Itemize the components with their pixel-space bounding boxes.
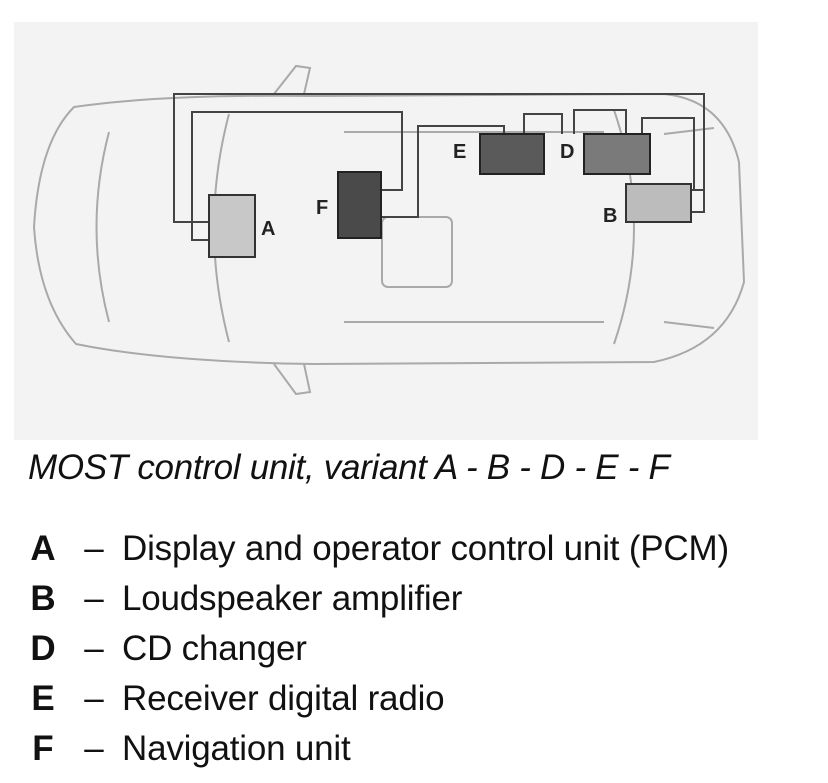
- unit-b-label: B: [603, 205, 617, 227]
- legend-row-b: B – Loudspeaker amplifier: [20, 574, 729, 624]
- legend-text: CD changer: [122, 629, 307, 668]
- legend-text: Loudspeaker amplifier: [122, 579, 463, 618]
- legend-key: D: [30, 629, 56, 668]
- unit-e-label: E: [453, 141, 466, 163]
- legend: A – Display and operator control unit (P…: [20, 524, 729, 774]
- unit-d-box: [583, 133, 651, 175]
- unit-f-label: F: [316, 197, 328, 219]
- unit-a-box: [208, 194, 256, 258]
- car-diagram: A F E D B: [14, 22, 758, 440]
- legend-key: E: [31, 679, 55, 718]
- legend-key: B: [30, 579, 56, 618]
- unit-d-label: D: [560, 141, 574, 163]
- figure-caption: MOST control unit, variant A - B - D - E…: [28, 448, 670, 487]
- legend-row-e: E – Receiver digital radio: [20, 674, 729, 724]
- unit-f-box: [337, 171, 382, 239]
- legend-text: Display and operator control unit (PCM): [122, 529, 729, 568]
- legend-dash: –: [84, 579, 104, 618]
- legend-text: Receiver digital radio: [122, 679, 445, 718]
- legend-row-f: F – Navigation unit: [20, 724, 729, 774]
- legend-row-d: D – CD changer: [20, 624, 729, 674]
- unit-a-label: A: [261, 218, 275, 240]
- legend-key: A: [30, 529, 56, 568]
- legend-dash: –: [84, 629, 104, 668]
- car-outline: [32, 64, 746, 396]
- legend-row-a: A – Display and operator control unit (P…: [20, 524, 729, 574]
- legend-text: Navigation unit: [122, 729, 351, 768]
- legend-key: F: [32, 729, 54, 768]
- legend-dash: –: [84, 529, 104, 568]
- car-diagram-svg: A F E D B: [32, 64, 746, 396]
- unit-b-box: [625, 183, 692, 223]
- unit-e-box: [479, 133, 545, 175]
- legend-dash: –: [84, 729, 104, 768]
- legend-dash: –: [84, 679, 104, 718]
- bus-wiring: [173, 93, 705, 241]
